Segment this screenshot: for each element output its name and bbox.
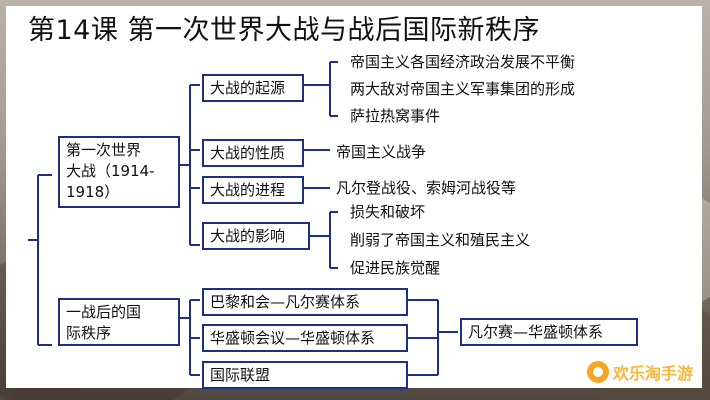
ww1-bracket [180, 84, 200, 246]
leaf-impact-3: 促进民族觉醒 [350, 259, 441, 277]
node-system: 凡尔赛—华盛顿体系 [460, 318, 638, 346]
node-impact: 大战的影响 [202, 222, 310, 250]
origin-bracket [304, 61, 338, 117]
leaf-origin-2: 两大敌对帝国主义军事集团的形成 [350, 80, 576, 98]
page-title: 第14课 第一次世界大战与战后国际新秩序 [28, 15, 540, 46]
leaf-impact-2: 削弱了帝国主义和殖民主义 [350, 231, 531, 249]
node-postwar: 一战后的国 际秩序 [58, 298, 180, 346]
leaf-origin-1: 帝国主义各国经济政治发展不平衡 [350, 53, 576, 71]
postwar-bracket [180, 299, 200, 376]
node-washington: 华盛顿会议—华盛顿体系 [202, 324, 408, 352]
node-postwar-line1: 一战后的国 [66, 303, 142, 321]
node-process: 大战的进程 [202, 176, 304, 204]
node-nature: 大战的性质 [202, 139, 304, 167]
node-origin: 大战的起源 [202, 74, 304, 102]
watermark-text: 欢乐淘手游 [613, 364, 694, 383]
leaf-impact-1: 损失和破坏 [350, 203, 426, 221]
node-paris: 巴黎和会—凡尔赛体系 [202, 288, 408, 316]
system-bracket [408, 299, 458, 376]
leaf-process: 凡尔登战役、索姆河战役等 [336, 179, 517, 197]
leaf-origin-3: 萨拉热窝事件 [350, 107, 441, 125]
node-postwar-line2: 际秩序 [66, 324, 112, 342]
node-ww1-line3: 1918） [66, 183, 120, 201]
node-ww1-line2: 大战（1914- [66, 162, 155, 180]
node-league: 国际联盟 [202, 361, 408, 389]
root-bracket [28, 174, 52, 346]
node-ww1: 第一次世界 大战（1914- 1918） [58, 136, 180, 208]
node-ww1-line1: 第一次世界 [66, 141, 142, 159]
watermark: 欢乐淘手游 [587, 360, 693, 384]
smile-logo-icon [587, 361, 609, 383]
leaf-nature: 帝国主义战争 [336, 143, 427, 161]
impact-bracket [310, 211, 338, 269]
